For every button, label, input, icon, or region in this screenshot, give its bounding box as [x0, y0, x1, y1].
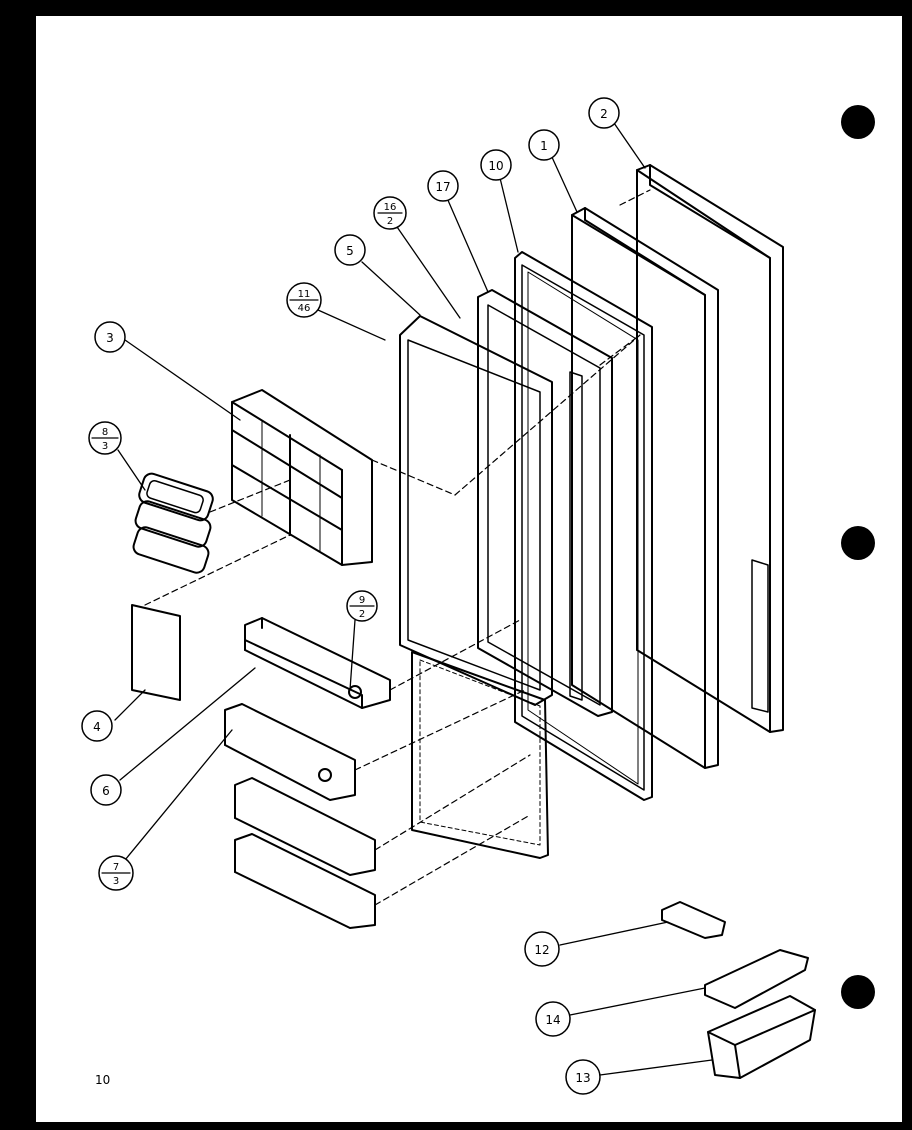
part-ice-bucket [707, 995, 816, 1079]
callout-5-text: 5 [346, 244, 354, 258]
callout-14 [535, 1001, 571, 1037]
callout-13 [565, 1059, 601, 1095]
part-door-panel-cover [131, 604, 181, 701]
callout-1-text: 1 [540, 139, 548, 153]
callout-3-text: 3 [106, 331, 114, 345]
callout-9-bottom-text: 2 [359, 609, 365, 620]
callout-8-top-text: 8 [102, 427, 108, 438]
callout-3 [94, 321, 126, 353]
callout-7-top-text: 7 [113, 862, 119, 873]
callout-2-text: 2 [600, 107, 608, 121]
part-ice-tray [704, 949, 809, 1009]
callout-12-text: 12 [534, 943, 549, 957]
callout-4 [81, 710, 113, 742]
part-door-liner [399, 315, 553, 859]
part-door-insulation [571, 207, 719, 769]
part-door-bins [224, 703, 376, 929]
callout-4-text: 4 [93, 720, 101, 734]
callout-16-bottom-text: 2 [387, 216, 393, 227]
callout-7-bottom-text: 3 [113, 876, 119, 887]
part-door-gasket [514, 251, 653, 801]
part-breaker-strip [477, 289, 613, 717]
callout-17 [427, 170, 459, 202]
callout-11-bottom-text: 46 [298, 303, 311, 314]
callout-10 [480, 149, 512, 181]
leader-lines [114, 122, 713, 1076]
binder-hole-bottom [841, 975, 875, 1009]
part-upper-door-bin [244, 617, 391, 709]
callout-6 [90, 774, 122, 806]
callout-16-top-text: 16 [384, 202, 397, 213]
callout-17-text: 17 [435, 180, 450, 194]
callout-9-top-text: 9 [359, 595, 365, 606]
binder-hole-top [841, 105, 875, 139]
callout-11-top-text: 11 [298, 289, 311, 300]
callout-12 [524, 931, 560, 967]
callout-2 [588, 97, 620, 129]
page-number: 10 [95, 1073, 111, 1087]
callout-8-bottom-text: 3 [102, 441, 108, 452]
callout-6-text: 6 [102, 784, 110, 798]
part-outer-door-panel [636, 164, 784, 733]
callout-5 [334, 234, 366, 266]
part-storage-containers [132, 472, 214, 574]
fraction-bars [91, 212, 403, 874]
alignment-lines [144, 189, 651, 906]
part-shelf-basket [231, 389, 373, 566]
callout-10-text: 10 [488, 159, 503, 173]
callout-1 [528, 129, 560, 161]
callout-13-text: 13 [575, 1071, 590, 1085]
binder-hole-middle [841, 526, 875, 560]
paper-page [36, 16, 902, 1122]
callout-14-text: 14 [545, 1013, 560, 1027]
callout-circles [81, 97, 620, 1095]
part-small-tray [661, 901, 726, 939]
